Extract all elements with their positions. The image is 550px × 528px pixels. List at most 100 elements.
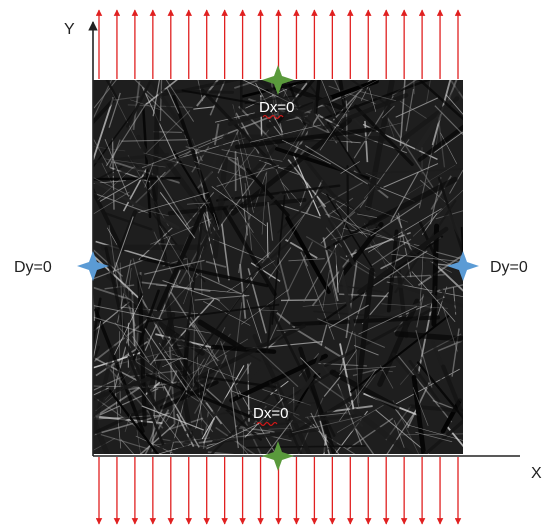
fiber-strand [426, 80, 431, 103]
fiber-strand [328, 85, 376, 105]
fiber-strand [93, 376, 152, 402]
fiber-strand [405, 164, 456, 196]
fiber-strand [359, 91, 397, 102]
fiber-strand [112, 338, 129, 393]
fiber-strand [364, 185, 376, 199]
bottom-label-underline [256, 421, 278, 427]
fiber-strand [409, 425, 463, 441]
fiber-strand [222, 207, 277, 297]
fiber-strand [159, 225, 194, 282]
fiber-strand [213, 123, 220, 146]
fiber-strand [93, 80, 117, 109]
fiber-strand [379, 122, 403, 129]
fiber-strand [107, 347, 184, 368]
fiber-strand [132, 289, 160, 361]
fiber-strand [93, 378, 209, 436]
fiber-strand [399, 100, 427, 119]
fiber-strand [138, 387, 185, 448]
fiber-strand [266, 419, 294, 454]
coordinate-axes: Y X [64, 21, 542, 482]
fiber-strand [325, 188, 426, 262]
fiber-strand [93, 97, 115, 164]
fiber-strand [193, 106, 215, 110]
fiber-strand [419, 356, 463, 405]
fiber-strand [392, 400, 420, 454]
fiber-network-specimen [93, 80, 463, 454]
right-boundary-label: Dy=0 [490, 259, 528, 276]
fiber-strand [375, 409, 430, 454]
fiber-strand [143, 152, 201, 170]
fiber-strand [97, 165, 135, 201]
fiber-strand [417, 254, 463, 287]
fiber-strand [229, 353, 328, 403]
fiber-strand [390, 281, 463, 308]
fiber-strand [151, 371, 158, 454]
fiber-strand [319, 96, 357, 151]
fiber-strand [93, 308, 145, 433]
fiber-strand [416, 294, 424, 328]
top-boundary-label: Dx=0 [259, 99, 294, 116]
fiber-strand [144, 162, 154, 188]
fiber-strand [383, 163, 439, 188]
fiber-strand [212, 113, 279, 141]
fiber-strand [170, 291, 195, 328]
fiber-strand [108, 389, 159, 454]
fiber-strand [261, 214, 305, 264]
fiber-strand [259, 159, 299, 175]
fiber-strand [196, 89, 245, 204]
top-label-underline [262, 114, 284, 120]
fiber-strand [186, 257, 196, 321]
left-support-star-icon [77, 251, 109, 281]
fiber-strand [104, 370, 131, 401]
right-support: Dy=0 [447, 251, 528, 281]
fiber-strand [136, 134, 168, 193]
fiber-strand [148, 403, 234, 454]
fiber-strand [326, 405, 373, 413]
fiber-strand [192, 325, 195, 387]
fiber-strand [262, 389, 311, 406]
fiber-strand [226, 156, 250, 174]
fiber-strands [93, 80, 463, 454]
fiber-strand [305, 235, 376, 278]
fiber-strand [141, 405, 205, 431]
fiber-strand [411, 271, 456, 322]
fiber-strand [181, 375, 216, 421]
fiber-strand [105, 102, 148, 167]
fiber-strand [331, 227, 379, 240]
fiber-strand [218, 418, 249, 454]
fiber-strand [201, 208, 220, 283]
fiber-strand [303, 260, 335, 340]
fiber-strand [391, 253, 462, 262]
fiber-strand [144, 409, 170, 454]
fiber-strand [285, 216, 331, 294]
fiber-strand [159, 80, 163, 121]
fiber-strand [194, 161, 254, 180]
fiber-strand [377, 298, 420, 387]
fiber-strand [258, 309, 278, 311]
fiber-strand [93, 248, 124, 277]
fiber-strand [352, 408, 415, 454]
fiber-strand [215, 426, 256, 454]
fiber-strand [295, 328, 343, 359]
fiber-strand [158, 243, 175, 246]
fiber-strand [142, 86, 179, 164]
fiber-strand [104, 212, 153, 231]
fiber-strand [257, 348, 299, 388]
fiber-strand [372, 368, 393, 373]
fiber-strand [434, 105, 463, 136]
fiber-strand [119, 262, 124, 338]
fiber-strand [112, 216, 134, 273]
fiber-strand [355, 388, 360, 410]
fiber-strand [367, 208, 442, 253]
fiber-strand [148, 236, 171, 289]
fiber-strand [281, 139, 331, 165]
left-support: Dy=0 [14, 251, 109, 281]
fiber-strand [335, 203, 368, 238]
fiber-strand [266, 222, 269, 258]
fiber-strand [310, 412, 329, 449]
fiber-strand [246, 299, 262, 343]
fiber-strand [381, 303, 448, 309]
fiber-strand [365, 172, 380, 180]
